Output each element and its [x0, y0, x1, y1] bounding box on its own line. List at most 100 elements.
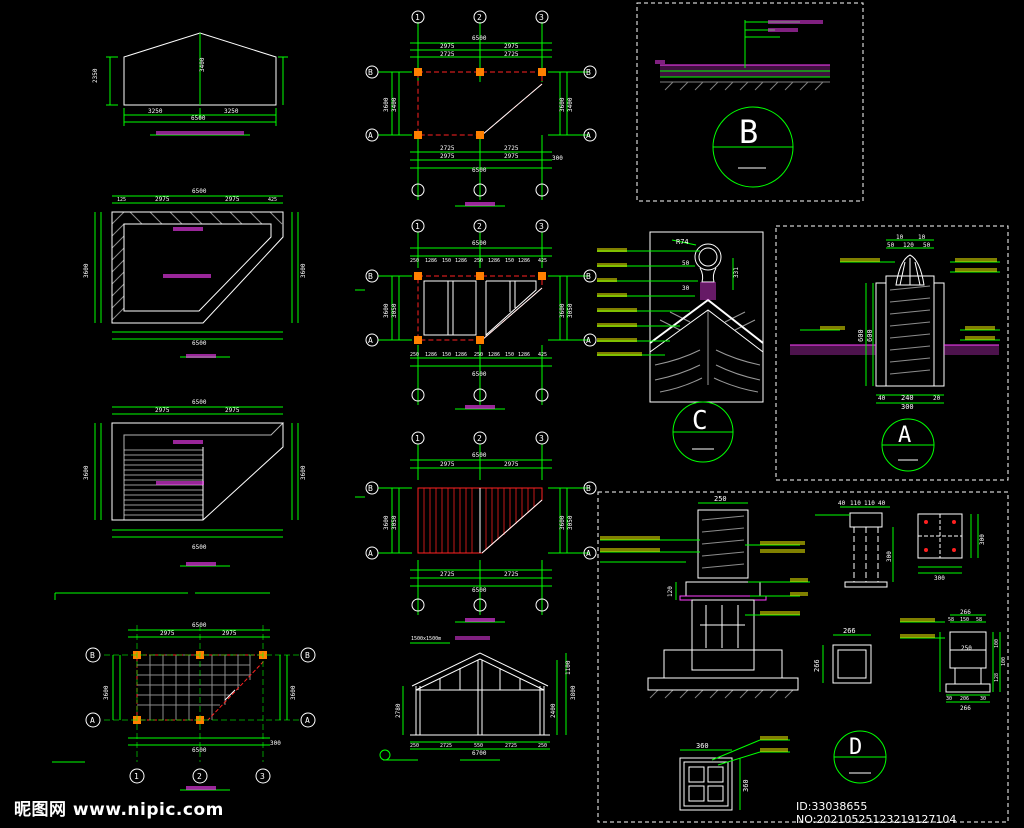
detail-a-dim-2: 240 — [901, 394, 914, 402]
section-note — [455, 636, 490, 640]
plan2-col-1: 1 — [415, 222, 420, 231]
plan3-col-1: 1 — [415, 434, 420, 443]
plan2-right: 3600 — [559, 303, 566, 318]
plan1-title — [465, 202, 495, 206]
plan2-bseg-9: 425 — [538, 352, 547, 358]
plan3-right: 3600 — [559, 515, 566, 530]
plan3-bot-a: 2725 — [440, 571, 455, 578]
plan2-col-2: 2 — [477, 222, 482, 231]
plan1-left2: 3400 — [391, 97, 398, 112]
plan2-bseg-8: 1286 — [518, 352, 530, 358]
plan3-left2: 3050 — [391, 515, 398, 530]
detail-c-d3: 331 — [733, 267, 740, 278]
plan3-col-2: 2 — [477, 434, 482, 443]
detail-d-plate-1: 40 — [838, 500, 846, 507]
detail-d-sq4: 360 — [742, 779, 750, 792]
detail-a-total: 300 — [901, 403, 914, 411]
roof1-title — [186, 354, 216, 358]
plan1-right: 3600 — [559, 97, 566, 112]
detail-b-label: B — [739, 113, 758, 151]
plan3-left: 3600 — [383, 515, 390, 530]
detail-a-dim-3: 20 — [933, 395, 941, 402]
floor-axis-b-right: B — [305, 651, 310, 660]
plan1-top: 6500 — [472, 35, 487, 42]
plan2-axis-a: A — [368, 336, 373, 345]
section-h4: 1100 — [565, 660, 572, 675]
plan1-col-3: 3 — [539, 13, 544, 22]
detail-a-top2-1: 50 — [887, 242, 895, 249]
plan1-bot-d: 2975 — [504, 153, 519, 160]
detail-d-plate-4: 40 — [878, 500, 886, 507]
detail-d-base-h-2: 100 — [1001, 657, 1007, 666]
plan2-seg-9: 425 — [538, 258, 547, 264]
detail-d-sq3: 360 — [696, 742, 709, 750]
plan2-right2: 3050 — [567, 303, 574, 318]
floor-seg2: 2975 — [160, 630, 175, 637]
floor-left: 3600 — [103, 685, 110, 700]
plan2-seg-2: 1286 — [425, 258, 437, 264]
plan1-axis-b: B — [368, 68, 373, 77]
detail-a-h2: 600 — [866, 329, 874, 342]
gable-dim-left: 2350 — [92, 68, 99, 83]
detail-d-beam: 120 — [667, 586, 674, 597]
detail-d-plate-2: 110 — [850, 500, 861, 507]
detail-d-base-mid: 250 — [961, 645, 972, 652]
roof2-label-a — [173, 440, 203, 444]
plan1-seg-b: 2975 — [504, 43, 519, 50]
floor-bot: 6500 — [192, 747, 207, 754]
detail-d-anchor-w: 300 — [934, 575, 945, 582]
plan2-seg-8: 1286 — [518, 258, 530, 264]
plan1-axis-a: A — [368, 131, 373, 140]
plan1-right2: 3400 — [567, 97, 574, 112]
plan2-seg-7: 150 — [505, 258, 514, 264]
plan1-extra: 300 — [552, 155, 563, 162]
plan1-seg-d: 2725 — [504, 51, 519, 58]
plan-lower-middle — [355, 431, 597, 623]
roof1-right: 3600 — [300, 263, 307, 278]
floor-seg3: 2975 — [222, 630, 237, 637]
plan2-bseg-2: 1286 — [425, 352, 437, 358]
roof2-title — [186, 562, 216, 566]
plan-top-middle — [365, 10, 597, 207]
roof1-seg3: 2975 — [225, 196, 240, 203]
detail-d-sq1: 266 — [843, 627, 856, 635]
plan3-axis-b-r: B — [586, 484, 591, 493]
roof1-left: 3600 — [83, 263, 90, 278]
section-h2: 2400 — [550, 703, 557, 718]
plan3-axis-b: B — [368, 484, 373, 493]
plan2-seg-3: 150 — [442, 258, 451, 264]
section-label: 1500x1500m — [411, 636, 441, 642]
detail-d-base-bot-3: 30 — [980, 696, 986, 702]
floor-title — [186, 786, 216, 790]
plan3-seg-a: 2975 — [440, 461, 455, 468]
plan3-bot-b: 2725 — [504, 571, 519, 578]
plan2-axis-b: B — [368, 272, 373, 281]
section-h3: 3800 — [570, 685, 577, 700]
detail-a-label: A — [898, 423, 911, 448]
plan2-bseg-7: 150 — [505, 352, 514, 358]
roof1-seg2: 2975 — [155, 196, 170, 203]
gable-dim-2: 3250 — [224, 108, 239, 115]
detail-a-top-1: 10 — [896, 234, 904, 241]
detail-d-base-top: 266 — [960, 609, 971, 616]
plan1-bot-b: 2725 — [504, 145, 519, 152]
plan3-axis-a-r: A — [586, 549, 591, 558]
detail-d-label: D — [849, 735, 862, 760]
section-h1: 2780 — [395, 703, 402, 718]
gable-dim-total: 6500 — [191, 115, 206, 122]
section-view — [379, 642, 567, 761]
plan3-title — [465, 618, 495, 622]
plan1-bot-c: 2975 — [440, 153, 455, 160]
gable-dim-1: 3250 — [148, 108, 163, 115]
plan-middle — [355, 219, 597, 410]
roof1-top: 6500 — [192, 188, 207, 195]
gable-dim-center: 3400 — [199, 57, 206, 72]
roof2-bot: 6500 — [192, 544, 207, 551]
detail-a-top2-3: 50 — [923, 242, 931, 249]
plan2-left: 3600 — [383, 303, 390, 318]
detail-d-base-bot-1: 30 — [946, 696, 952, 702]
detail-c-label: C — [692, 406, 708, 436]
floor-right: 3600 — [290, 685, 297, 700]
floor-axis-1: 1 — [134, 772, 139, 781]
plan3-top: 6500 — [472, 452, 487, 459]
